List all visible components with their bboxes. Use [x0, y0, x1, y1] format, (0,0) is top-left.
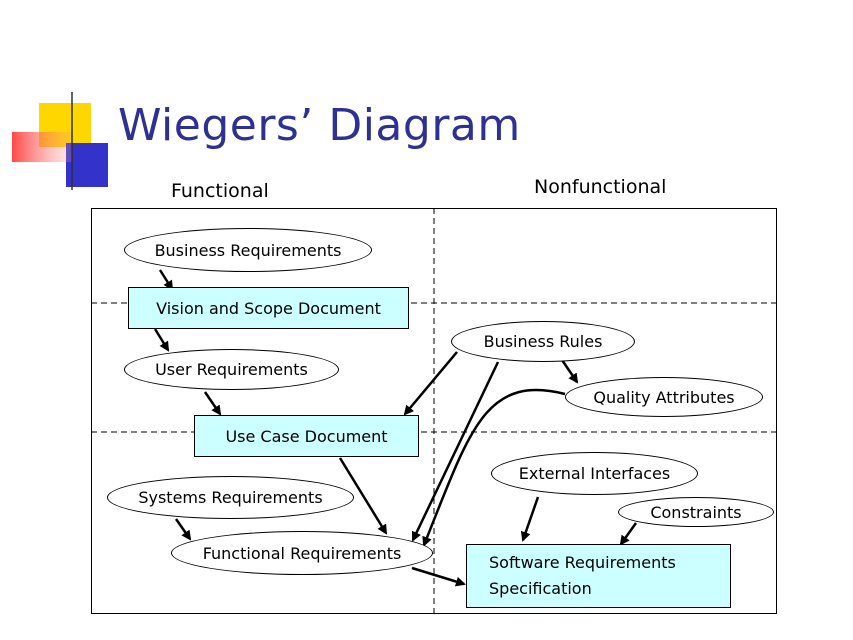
use-case-document-node: Use Case Document	[194, 415, 419, 457]
functional-requirements-node: Functional Requirements	[171, 531, 433, 575]
srs-label-line2: Specification	[489, 579, 592, 598]
nonfunctional-column-heading: Nonfunctional	[534, 176, 667, 198]
use-case-document-label: Use Case Document	[225, 426, 388, 446]
quality-attributes-node: Quality Attributes	[565, 377, 763, 417]
vision-scope-document-label: Vision and Scope Document	[156, 298, 381, 318]
user-requirements-node: User Requirements	[124, 349, 339, 390]
business-requirements-node: Business Requirements	[124, 228, 372, 272]
decorative-corner-graphic	[12, 92, 853, 190]
external-interfaces-label: External Interfaces	[518, 464, 671, 483]
business-requirements-label: Business Requirements	[154, 240, 342, 260]
deco-red-bar	[12, 132, 72, 162]
constraints-node: Constraints	[618, 497, 774, 527]
constraints-label: Constraints	[650, 502, 742, 522]
vision-scope-document-node: Vision and Scope Document	[128, 287, 409, 329]
functional-column-heading: Functional	[171, 180, 269, 202]
user-requirements-label: User Requirements	[155, 360, 308, 379]
functional-requirements-label: Functional Requirements	[202, 543, 402, 563]
srs-document-node: Software Requirements Specification	[466, 544, 731, 608]
srs-label-line1: Software Requirements	[489, 553, 676, 572]
business-rules-node: Business Rules	[451, 321, 635, 362]
systems-requirements-node: Systems Requirements	[107, 476, 354, 519]
external-interfaces-node: External Interfaces	[491, 452, 698, 495]
business-rules-label: Business Rules	[483, 332, 603, 351]
quality-attributes-label: Quality Attributes	[593, 387, 735, 407]
systems-requirements-label: Systems Requirements	[138, 488, 323, 507]
slide-title: Wiegers’ Diagram	[118, 100, 521, 151]
